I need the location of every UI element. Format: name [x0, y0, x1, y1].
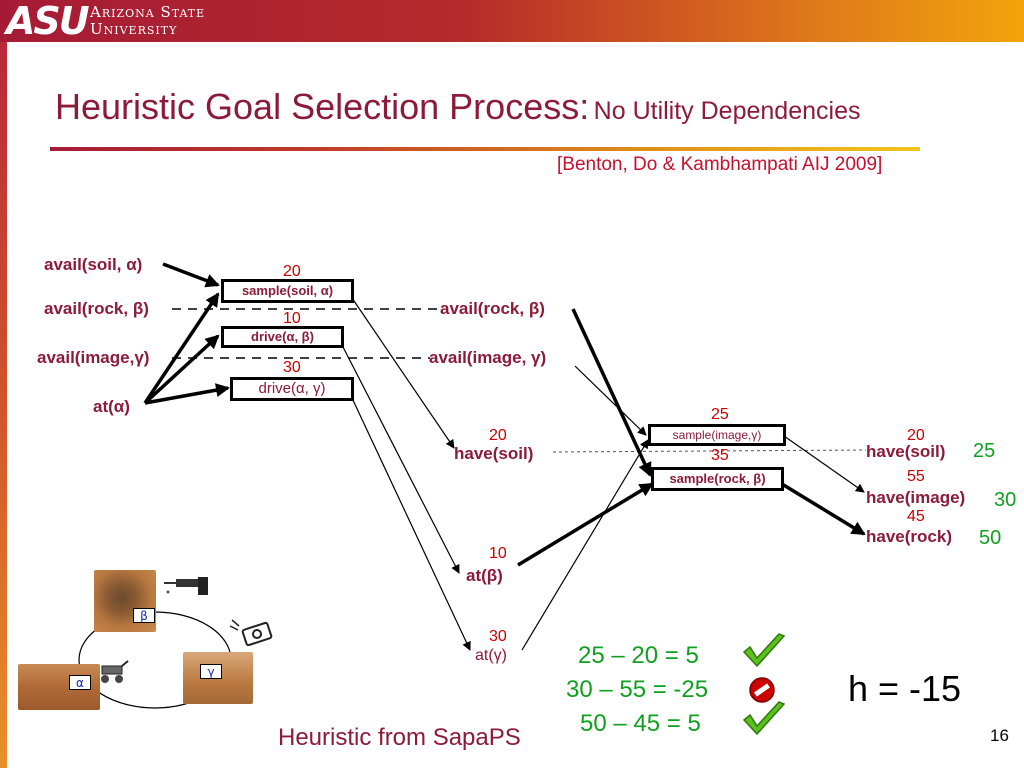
equation-image-lhs: 30 – 55 = -25 [566, 676, 709, 703]
camera-icon [229, 619, 273, 646]
edge-drive-ab-at-b [341, 344, 460, 574]
goal-rock-cost: 45 [907, 508, 925, 525]
edge-soil-sample [162, 262, 220, 288]
goal-have-soil: have(soil) [866, 442, 946, 461]
cost-sample-rock: 35 [711, 447, 729, 464]
university-line-1: Arizona State [90, 3, 206, 21]
goal-image-cost: 55 [907, 468, 925, 485]
edge-image-sample-image [574, 365, 647, 436]
fact-avail-image: avail(image,γ) [37, 348, 150, 367]
reject-icon [749, 677, 775, 703]
page-number: 16 [990, 726, 1009, 745]
equation-soil-result: 5 [685, 642, 699, 669]
edge-at-b-sample-rock [517, 482, 654, 567]
edge-at-drive-ag [144, 383, 230, 405]
fact-avail-soil: avail(soil, α) [44, 255, 143, 274]
check-icon [742, 633, 786, 668]
footer-caption: Heuristic from SapaPS [278, 724, 521, 751]
header-bar [0, 0, 1024, 42]
title-underline [50, 147, 920, 151]
title-main: Heuristic Goal Selection Process: [55, 86, 590, 127]
cost-sample-soil: 20 [283, 263, 301, 280]
goal-image-utility: 30 [994, 489, 1017, 511]
slide-title: Heuristic Goal Selection Process: No Uti… [55, 86, 860, 128]
fact-at-alpha: at(α) [93, 397, 130, 416]
edge-sample-have-soil [351, 297, 455, 449]
goal-have-rock: have(rock) [866, 527, 952, 546]
action-sample-image: sample(image,γ) [648, 424, 786, 446]
equation-image: 30 – 55 = -25 [566, 676, 708, 704]
fact-at-gamma: at(γ) [475, 647, 507, 664]
edge-sample-image-have-image [783, 435, 865, 493]
action-sample-rock: sample(rock, β) [651, 467, 784, 491]
fact-avail-rock: avail(rock, β) [44, 299, 149, 318]
fact-avail-image-2: avail(image, γ) [429, 348, 547, 367]
cost-at-gamma: 30 [489, 628, 507, 645]
goal-soil-utility: 25 [973, 440, 996, 462]
fact-at-beta: at(β) [466, 566, 503, 585]
equation-soil: 25 – 20 = 5 [578, 642, 699, 670]
equation-soil-lhs: 25 – 20 = [578, 642, 686, 669]
heuristic-value: h = -15 [848, 668, 962, 709]
university-line-2: University [90, 20, 178, 38]
node-alpha: α [69, 675, 91, 690]
cost-at-beta: 10 [489, 545, 507, 562]
edge-drive-ag-at-g [351, 397, 471, 651]
fact-avail-rock-2: avail(rock, β) [440, 299, 545, 318]
edge-sample-rock-have-rock [781, 482, 866, 536]
equation-rock-result: 5 [687, 710, 701, 737]
node-beta: β [133, 608, 155, 623]
citation: [Benton, Do & Kambhampati AIJ 2009] [557, 154, 883, 175]
edge-at-drive-ab [143, 334, 220, 405]
goal-rock-utility: 50 [979, 527, 1002, 549]
check-icon [742, 701, 786, 736]
rover-icon [101, 660, 129, 683]
equation-rock-lhs: 50 – 45 = [580, 710, 688, 737]
action-drive-ag: drive(α, γ) [230, 377, 354, 401]
university-name: Arizona State University [90, 4, 205, 38]
edge-rock-sample-rock [571, 308, 652, 477]
action-drive-ab: drive(α, β) [221, 326, 344, 348]
persist-soil-goal [552, 449, 867, 453]
cost-drive-ag: 30 [283, 359, 301, 376]
asu-logo: ASU [6, 0, 90, 43]
cost-drive-ab: 10 [283, 310, 301, 327]
cost-sample-image: 25 [711, 406, 729, 423]
edge-at-sample [143, 292, 220, 404]
drill-icon [164, 577, 208, 595]
action-sample-soil: sample(soil, α) [221, 279, 354, 303]
node-gamma: γ [200, 664, 222, 679]
edge-at-g-sample-image [521, 439, 649, 651]
goal-soil-cost: 20 [907, 427, 925, 444]
equation-rock: 50 – 45 = 5 [580, 710, 701, 738]
left-accent-strip [0, 42, 7, 768]
cost-have-soil: 20 [489, 427, 507, 444]
goal-have-image: have(image) [866, 488, 966, 507]
fact-have-soil: have(soil) [454, 444, 534, 463]
title-subtitle: No Utility Dependencies [593, 97, 861, 125]
